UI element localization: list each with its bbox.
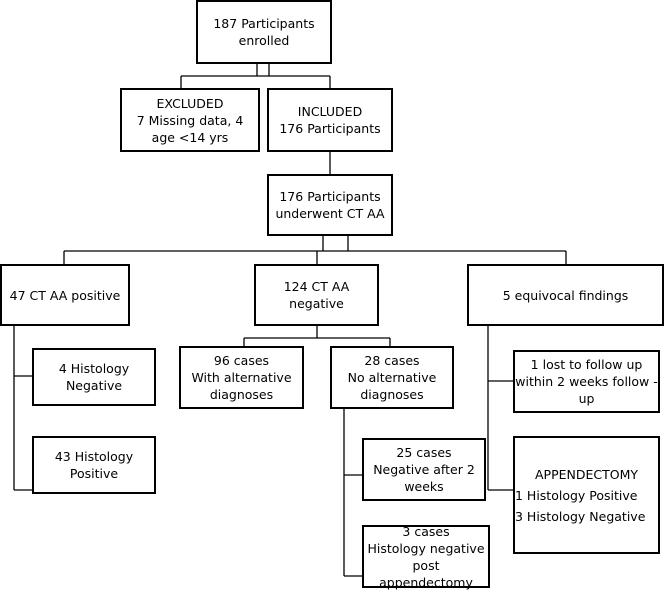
excluded-box: EXCLUDED 7 Missing data, 4 age <14 yrs	[120, 88, 260, 152]
ct-line-1: 176 Participants	[279, 189, 381, 204]
ct-positive-label: 47 CT AA positive	[9, 287, 121, 303]
no-alternative-diagnoses-box: 28 cases No alternative diagnoses	[330, 346, 454, 409]
alternative-line-3: diagnoses	[209, 387, 274, 402]
histology-positive-line-2: Positive	[69, 466, 119, 481]
post-appendectomy-line-3: post appendectomy	[379, 557, 473, 590]
enrolled-line-1: 187 Participants	[213, 16, 315, 31]
included-line-1: 176 Participants	[279, 121, 381, 136]
negative-after-line-3: weeks	[404, 479, 444, 494]
excluded-line-2: age <14 yrs	[151, 129, 229, 145]
appendectomy-box: APPENDECTOMY 1 Histology Positive 3 Hist…	[513, 436, 660, 554]
post-appendectomy-line-1: 3 cases	[402, 523, 450, 539]
histology-negative-line-2: Negative	[65, 378, 123, 393]
enrolled-box: 187 Participants enrolled	[196, 0, 332, 64]
lost-line-2: within 2 weeks follow -	[515, 374, 658, 389]
lost-line-3: up	[578, 391, 595, 406]
alternative-diagnoses-box: 96 cases With alternative diagnoses	[179, 346, 304, 409]
included-title: INCLUDED	[297, 104, 363, 119]
ct-box: 176 Participants underwent CT AA	[267, 174, 393, 236]
histology-positive-box: 43 Histology Positive	[32, 436, 156, 494]
negative-after-line-1: 25 cases	[396, 445, 452, 460]
ct-negative-box: 124 CT AA negative	[254, 264, 379, 326]
equivocal-box: 5 equivocal findings	[467, 264, 664, 326]
histology-negative-box: 4 Histology Negative	[32, 348, 156, 406]
post-appendectomy-line-2: Histology negative	[367, 540, 485, 556]
no-alternative-line-3: diagnoses	[360, 387, 424, 402]
alternative-line-1: 96 cases	[213, 353, 270, 368]
ct-line-2: underwent CT AA	[275, 206, 385, 221]
negative-after-line-2: Negative after 2	[373, 462, 475, 477]
excluded-line-1: 7 Missing data, 4	[136, 112, 244, 128]
ct-negative-label: 124 CT AA negative	[283, 279, 350, 311]
lost-to-follow-up-box: 1 lost to follow up within 2 weeks follo…	[513, 350, 660, 413]
alternative-line-2: With alternative	[191, 370, 292, 385]
appendectomy-title: APPENDECTOMY	[534, 466, 639, 482]
no-alternative-line-1: 28 cases	[364, 353, 420, 368]
enrolled-line-2: enrolled	[238, 33, 290, 48]
excluded-title: EXCLUDED	[156, 95, 224, 111]
no-alternative-line-2: No alternative	[347, 370, 437, 385]
negative-after-2-weeks-box: 25 cases Negative after 2 weeks	[362, 438, 486, 501]
histology-positive-line-1: 43 Histology	[54, 449, 134, 464]
appendectomy-line-2: 3 Histology Negative	[515, 508, 646, 524]
histology-negative-post-appendectomy-box: 3 cases Histology negative post appendec…	[362, 523, 490, 590]
appendectomy-line-1: 1 Histology Positive	[515, 487, 638, 503]
ct-positive-box: 47 CT AA positive	[0, 264, 130, 326]
lost-line-1: 1 lost to follow up	[530, 357, 643, 372]
equivocal-label: 5 equivocal findings	[502, 287, 629, 303]
included-box: INCLUDED 176 Participants	[267, 88, 393, 152]
histology-negative-line-1: 4 Histology	[58, 361, 130, 376]
